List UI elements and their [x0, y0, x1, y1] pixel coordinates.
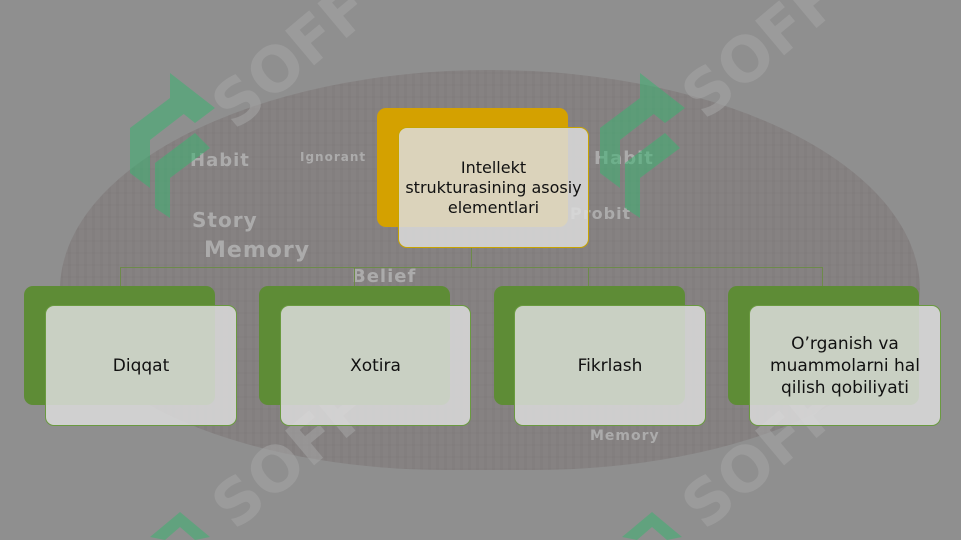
- connector-line: [120, 267, 121, 287]
- connector-line: [822, 267, 823, 287]
- bg-word: Habit: [190, 150, 250, 171]
- child-node-label: Fikrlash: [577, 355, 643, 376]
- child-node-label: Xotira: [350, 355, 401, 376]
- connector-line: [354, 267, 355, 287]
- child-node-diqqat: Diqqat: [45, 305, 237, 426]
- watermark-logo-icon: [622, 512, 682, 540]
- root-node-label: Intellekt strukturasining asosiy element…: [405, 157, 582, 217]
- connector-line: [120, 267, 822, 268]
- watermark-logo-icon: [130, 73, 215, 218]
- bg-word: Belief: [352, 266, 417, 287]
- child-node-fikrlash: Fikrlash: [514, 305, 706, 426]
- bg-word: Memory: [590, 428, 660, 444]
- child-node-xotira: Xotira: [280, 305, 471, 426]
- child-node-label: O’rganish va muammolarni hal qilish qobi…: [770, 333, 920, 398]
- bg-word: Ignorant: [300, 150, 367, 164]
- bg-word: Memory: [204, 238, 311, 263]
- child-node-label: Diqqat: [112, 355, 170, 376]
- bg-word: Story: [192, 208, 258, 232]
- root-node: Intellekt strukturasining asosiy element…: [398, 127, 589, 248]
- watermark-logo-icon: [600, 73, 685, 218]
- connector-line: [471, 248, 472, 268]
- child-node-organish: O’rganish va muammolarni hal qilish qobi…: [749, 305, 941, 426]
- connector-line: [588, 267, 589, 287]
- watermark-logo-icon: [150, 512, 210, 540]
